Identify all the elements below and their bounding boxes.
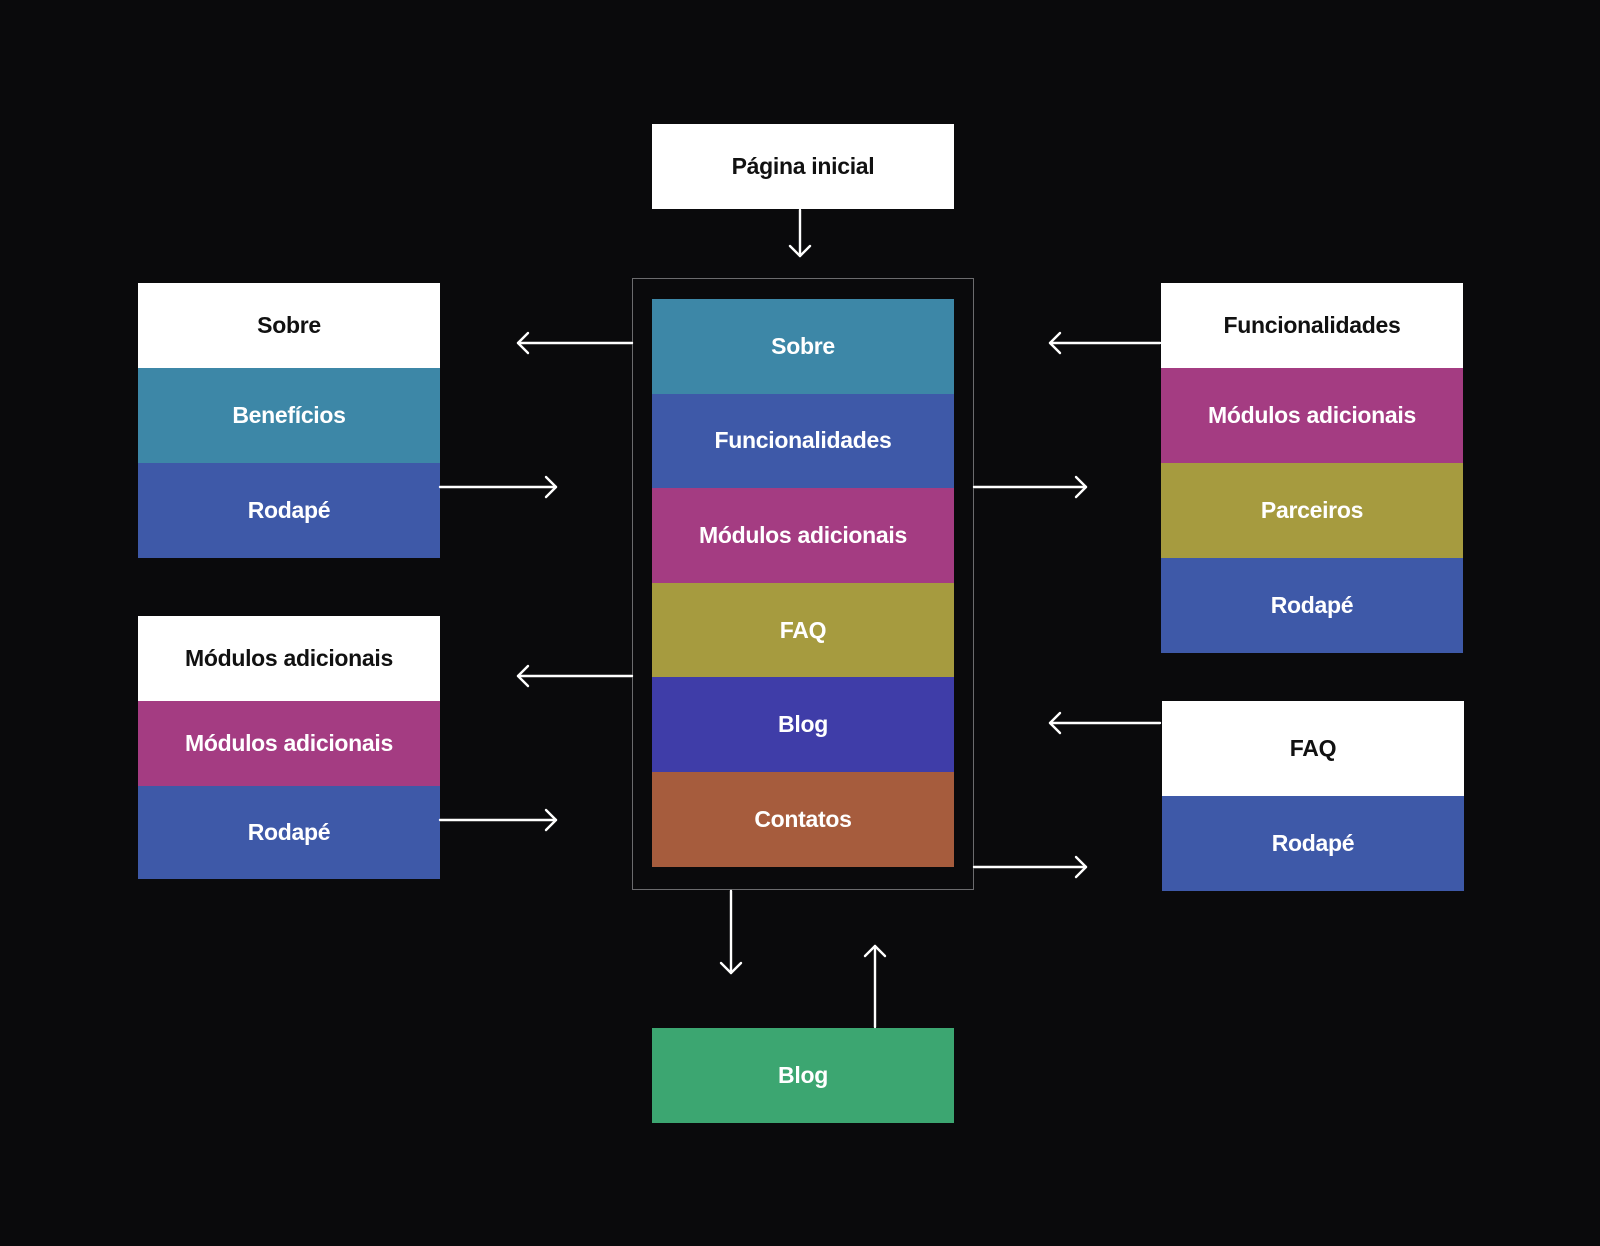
arrow-down-home — [788, 208, 812, 258]
home-section-contatos: Contatos — [652, 771, 954, 867]
home-section-sobre: Sobre — [652, 299, 954, 394]
arrow-right-from-sobre — [438, 475, 558, 499]
home-section-funcionalidades: Funcionalidades — [652, 393, 954, 489]
home-section-label: Contatos — [754, 805, 852, 832]
section-label: Módulos adicionais — [1207, 402, 1416, 428]
sobre-page-header: Sobre — [138, 283, 440, 368]
section-label: Rodapé — [1271, 830, 1355, 856]
faq-page-header: FAQ — [1162, 701, 1464, 796]
arrow-right-from-modulos — [438, 808, 558, 832]
arrow-left-from-faq — [1048, 711, 1162, 735]
section-label: Rodapé — [247, 819, 331, 845]
home-section-blog: Blog — [652, 677, 954, 772]
home-section-label: FAQ — [779, 616, 827, 643]
section-label: Benefícios — [232, 402, 346, 428]
sobre-section-rodape: Rodapé — [138, 463, 440, 558]
faq-page-title: FAQ — [1289, 735, 1337, 761]
funcionalidades-page-title: Funcionalidades — [1223, 312, 1401, 338]
funcionalidades-page-card: Funcionalidades Módulos adicionais Parce… — [1161, 283, 1463, 653]
home-section-label: Blog — [778, 711, 828, 738]
arrow-down-to-blog — [719, 889, 743, 975]
arrow-up-from-blog — [863, 944, 887, 1029]
modulos-page-card: Módulos adicionais Módulos adicionais Ro… — [138, 616, 440, 879]
home-page-frame — [632, 278, 974, 890]
modulos-section-modulos-adicionais: Módulos adicionais — [138, 701, 440, 786]
section-label: Parceiros — [1260, 497, 1364, 523]
sobre-page-card: Sobre Benefícios Rodapé — [138, 283, 440, 558]
home-section-faq: FAQ — [652, 582, 954, 678]
funcionalidades-section-parceiros: Parceiros — [1161, 463, 1463, 558]
arrow-left-to-modulos — [516, 664, 634, 688]
sobre-page-title: Sobre — [257, 312, 321, 338]
home-page-title: Página inicial — [731, 153, 875, 179]
sobre-section-beneficios: Benefícios — [138, 368, 440, 463]
section-label: Módulos adicionais — [184, 730, 393, 756]
arrow-right-to-funcionalidades — [972, 475, 1088, 499]
funcionalidades-section-rodape: Rodapé — [1161, 558, 1463, 653]
arrow-left-to-sobre — [516, 331, 634, 355]
home-section-label: Sobre — [771, 332, 835, 359]
funcionalidades-section-modulos-adicionais: Módulos adicionais — [1161, 368, 1463, 463]
modulos-section-rodape: Rodapé — [138, 786, 440, 879]
faq-page-card: FAQ Rodapé — [1162, 701, 1464, 891]
home-section-label: Funcionalidades — [714, 427, 892, 454]
arrow-right-to-faq — [972, 855, 1088, 879]
section-label: Rodapé — [247, 497, 331, 523]
arrow-left-from-funcionalidades — [1048, 331, 1162, 355]
home-section-modulos-adicionais: Módulos adicionais — [652, 488, 954, 583]
section-label: Rodapé — [1270, 592, 1354, 618]
home-page-node: Página inicial — [652, 124, 954, 209]
modulos-page-title: Módulos adicionais — [184, 645, 393, 671]
blog-page-title: Blog — [778, 1062, 828, 1088]
home-section-label: Módulos adicionais — [698, 521, 907, 548]
blog-page-node: Blog — [652, 1028, 954, 1123]
funcionalidades-page-header: Funcionalidades — [1161, 283, 1463, 368]
modulos-page-header: Módulos adicionais — [138, 616, 440, 701]
home-sections-stack: Sobre Funcionalidades Módulos adicionais… — [652, 299, 954, 867]
faq-section-rodape: Rodapé — [1162, 796, 1464, 891]
